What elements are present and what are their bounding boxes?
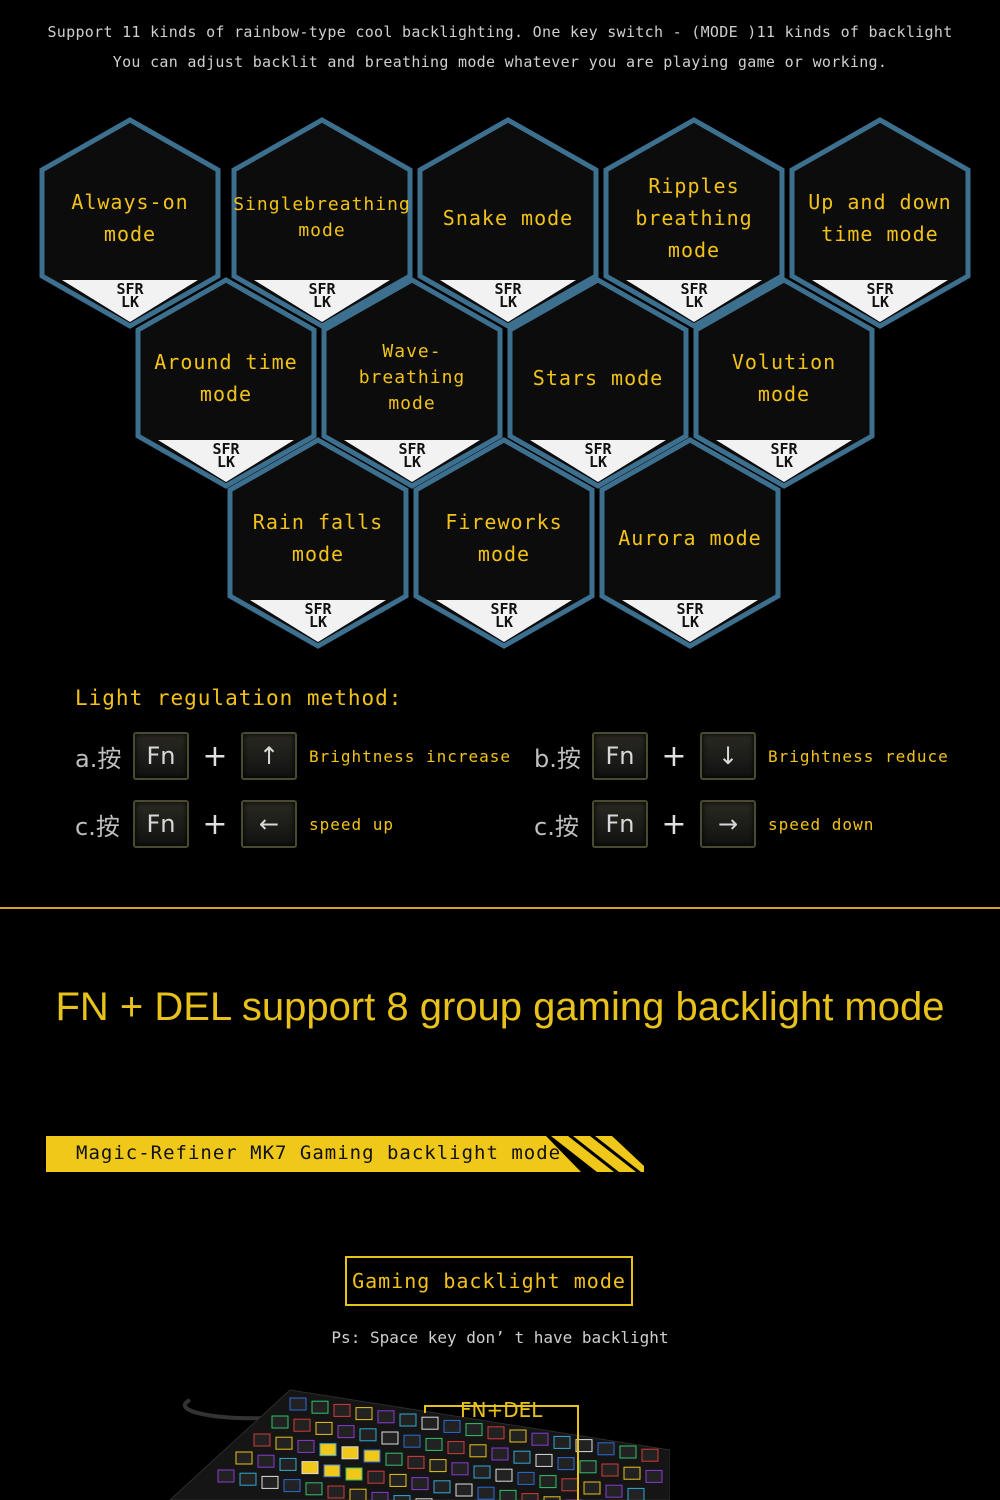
- fn-del-callout: FN+DEL: [460, 1398, 543, 1422]
- gaming-title: FN + DEL support 8 group gaming backligh…: [55, 985, 945, 1029]
- row-description: speed down: [768, 814, 875, 834]
- mode-label: Ripples breathing mode: [635, 174, 753, 262]
- row-description: Brightness reduce: [768, 746, 949, 766]
- arrow-up-key-icon: ↑: [241, 732, 297, 780]
- sfrlk-logo: SFR LK: [398, 440, 426, 471]
- keyboard-illustration: [169, 1389, 670, 1500]
- sfrlk-logo: SFR LK: [866, 280, 894, 311]
- mode-label: Volution mode: [731, 350, 837, 406]
- mode-label: Around time mode: [154, 350, 298, 406]
- arrow-right-key-icon: →: [700, 800, 756, 848]
- arrow-left-key-icon: ←: [241, 800, 297, 848]
- row-prefix: c.按: [534, 812, 579, 841]
- section-divider: [0, 907, 1000, 909]
- row-prefix: a.按: [75, 744, 122, 773]
- row-description: Brightness increase: [309, 746, 512, 766]
- regulation-row-a: a.按 Fn + ↑ Brightness increase: [75, 728, 511, 784]
- gaming-mode-label: Gaming backlight mode: [352, 1269, 626, 1293]
- gaming-mode-box: Gaming backlight mode: [345, 1256, 633, 1306]
- regulation-row-c-right: c.按 Fn + → speed down: [534, 796, 874, 852]
- mode-label: Rain falls mode: [252, 510, 384, 566]
- mode-label: Up and down time mode: [808, 190, 952, 246]
- sfrlk-logo: SFR LK: [116, 280, 144, 311]
- fn-key-icon: Fn: [592, 732, 648, 780]
- fn-key-icon: Fn: [133, 800, 189, 848]
- mode-label: Fireworks mode: [445, 510, 563, 566]
- plus-sign: +: [202, 738, 228, 774]
- regulation-row-c-left: c.按 Fn + ← speed up: [75, 796, 394, 852]
- mode-label: Snake mode: [442, 206, 574, 230]
- mode-label: Stars mode: [532, 366, 664, 390]
- mode-label: Singlebreathing mode: [233, 194, 411, 241]
- mode-label: Always-on mode: [71, 190, 189, 246]
- sfrlk-logo: SFR LK: [494, 280, 522, 311]
- banner-shape: [46, 1136, 644, 1172]
- arrow-down-key-icon: ↓: [700, 732, 756, 780]
- sfrlk-logo: SFR LK: [490, 600, 518, 631]
- sfrlk-logo: SFR LK: [304, 600, 332, 631]
- sfrlk-logo: SFR LK: [584, 440, 612, 471]
- sfrlk-logo: SFR LK: [308, 280, 336, 311]
- mode-label: Aurora mode: [618, 526, 762, 550]
- fn-key-icon: Fn: [592, 800, 648, 848]
- fn-key-icon: Fn: [133, 732, 189, 780]
- plus-sign: +: [661, 738, 687, 774]
- row-description: speed up: [309, 814, 395, 834]
- regulation-row-b: b.按 Fn + ↓ Brightness reduce: [534, 728, 949, 784]
- regulation-title: Light regulation method:: [75, 686, 403, 710]
- mode-label: Wave-breathing mode: [358, 341, 466, 414]
- plus-sign: +: [202, 806, 228, 842]
- ps-note: Ps: Space key don’ t have backlight: [331, 1328, 669, 1347]
- plus-sign: +: [661, 806, 687, 842]
- row-prefix: b.按: [534, 744, 581, 773]
- row-prefix: c.按: [75, 812, 120, 841]
- sfrlk-logo: SFR LK: [770, 440, 798, 471]
- intro-line-1: Support 11 kinds of rainbow-type cool ba…: [47, 23, 953, 41]
- banner-label: Magic-Refiner MK7 Gaming backlight mode: [76, 1142, 562, 1164]
- sfrlk-logo: SFR LK: [212, 440, 240, 471]
- intro-line-2: You can adjust backlit and breathing mod…: [112, 53, 888, 71]
- sfrlk-logo: SFR LK: [676, 600, 704, 631]
- sfrlk-logo: SFR LK: [680, 280, 708, 311]
